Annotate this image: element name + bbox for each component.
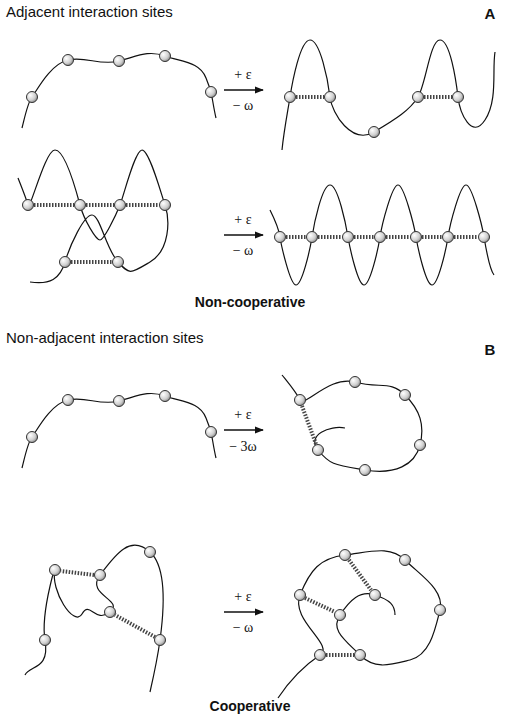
site-bead (60, 257, 71, 268)
site-bead (295, 395, 306, 406)
interaction-bond (454, 235, 478, 239)
site-bead (23, 200, 34, 211)
site-bead (63, 55, 74, 66)
interaction-bond (126, 203, 159, 207)
interaction-bond (302, 406, 316, 444)
chain (22, 53, 216, 128)
site-bead (160, 391, 171, 402)
site-bead (350, 377, 361, 388)
interaction-bond (318, 235, 342, 239)
site-bead (275, 232, 286, 243)
interaction-bond (86, 203, 114, 207)
site-bead (411, 232, 422, 243)
panel-letter: B (485, 342, 496, 359)
site-bead (113, 257, 124, 268)
site-bead (295, 590, 306, 601)
site-bead (343, 232, 354, 243)
polymer-chains (18, 40, 495, 698)
section-heading: Non-adjacent interaction sites (6, 330, 204, 347)
site-bead (160, 200, 171, 211)
energy-term: + ε (234, 407, 251, 422)
site-bead (114, 396, 125, 407)
panel-caption: Non-cooperative (195, 295, 305, 310)
site-bead (145, 547, 156, 558)
site-bead (285, 92, 296, 103)
site-bead (75, 200, 86, 211)
interaction-bond (61, 571, 94, 575)
reaction-arrows (224, 90, 263, 612)
site-bead (307, 232, 318, 243)
site-bead (355, 650, 366, 661)
interaction-bond (424, 95, 452, 99)
site-bead (27, 432, 38, 443)
site-bead (114, 56, 125, 67)
interaction-bonds (34, 97, 478, 655)
site-bead (370, 590, 381, 601)
chain (25, 545, 163, 692)
site-bead (63, 395, 74, 406)
energy-term: + ε (234, 67, 251, 82)
interaction-sites (23, 51, 490, 661)
site-bead (115, 200, 126, 211)
reaction-arrow (224, 234, 263, 235)
entropy-term: − 3ω (229, 439, 257, 454)
chain (18, 150, 168, 283)
site-bead (375, 232, 386, 243)
entropy-term: − ω (233, 98, 254, 113)
chain (278, 551, 441, 698)
site-bead (50, 565, 61, 576)
site-bead (206, 427, 217, 438)
reaction-arrow (224, 89, 263, 90)
interaction-bond (286, 235, 306, 239)
site-bead (479, 232, 490, 243)
interaction-bond (349, 560, 371, 590)
site-bead (27, 92, 38, 103)
site-bead (95, 570, 106, 581)
site-bead (160, 51, 171, 62)
site-bead (413, 92, 424, 103)
site-bead (340, 550, 351, 561)
site-bead (360, 465, 371, 476)
interaction-bond (34, 203, 74, 207)
site-bead (400, 555, 411, 566)
site-bead (105, 607, 116, 618)
site-bead (443, 232, 454, 243)
site-bead (315, 650, 326, 661)
energy-term: + ε (234, 212, 251, 227)
site-bead (415, 440, 426, 451)
chain (270, 185, 494, 285)
interaction-bond (386, 235, 410, 239)
reaction-arrow (224, 611, 263, 612)
energy-term: + ε (234, 589, 251, 604)
panel-letter: A (485, 6, 496, 23)
site-bead (369, 127, 380, 138)
site-bead (40, 635, 51, 646)
interaction-bond (115, 615, 155, 637)
interaction-bond (326, 653, 354, 657)
site-bead (400, 390, 411, 401)
site-bead (335, 610, 346, 621)
site-bead (206, 87, 217, 98)
chain (22, 393, 216, 468)
site-bead (155, 635, 166, 646)
chain (282, 40, 495, 150)
interaction-bond (305, 598, 335, 612)
reaction-arrow (224, 429, 263, 430)
entropy-term: − ω (233, 620, 254, 635)
site-bead (453, 92, 464, 103)
entropy-term: − ω (233, 243, 254, 258)
section-heading: Adjacent interaction sites (6, 4, 173, 21)
site-bead (313, 445, 324, 456)
interaction-bond (354, 235, 374, 239)
panel-caption: Cooperative (210, 699, 291, 714)
chain (282, 375, 422, 471)
site-bead (435, 605, 446, 616)
interaction-bond (296, 95, 324, 99)
site-bead (325, 92, 336, 103)
interaction-bond (422, 235, 442, 239)
interaction-bond (71, 260, 112, 264)
